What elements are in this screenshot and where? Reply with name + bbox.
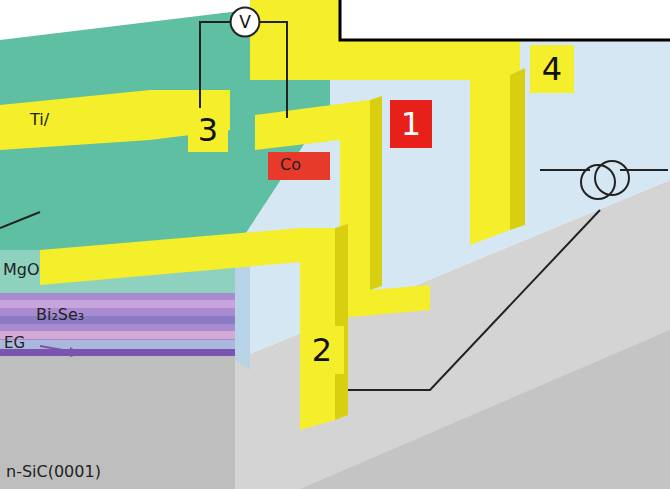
layer-name: Ti/	[30, 110, 49, 129]
eg-arrowhead	[70, 347, 82, 357]
bi2se3-stripe	[0, 316, 235, 324]
bi2se3-stripe	[0, 340, 235, 349]
layer-name: EG	[4, 334, 25, 352]
contact-1-side	[370, 96, 382, 290]
callout-text: 1	[401, 105, 421, 143]
substrate-floor	[300, 330, 670, 489]
callout-text: 3	[198, 111, 218, 149]
voltmeter-symbol: V	[230, 7, 260, 37]
contact-2	[40, 228, 335, 430]
layer-name: n-SiC(0001)	[6, 462, 101, 481]
contact-2-side	[335, 224, 348, 420]
source-wire	[0, 212, 40, 228]
co-electrode	[268, 152, 330, 180]
callout-text: 4	[542, 50, 562, 88]
callout-number: 4	[530, 45, 574, 93]
callout-number: 1	[390, 100, 432, 148]
callout-number: 3	[188, 108, 228, 152]
bi2se3-layer	[0, 293, 235, 349]
eg-arrow	[40, 346, 74, 352]
source-wire	[348, 210, 600, 390]
contact-4-side	[510, 68, 525, 230]
meter-letter: V	[239, 12, 251, 32]
layer-name: Bi₂Se₃	[36, 305, 84, 324]
layer-name: Co	[280, 155, 301, 174]
current-source-symbol	[595, 161, 629, 195]
callout-text: 2	[312, 331, 332, 369]
callout-number: 2	[300, 326, 344, 374]
source-wire	[540, 169, 590, 171]
graphene-layer	[0, 349, 235, 356]
substrate-front	[0, 355, 235, 489]
bi2se3-stripe	[0, 331, 235, 339]
voltmeter-wire	[260, 22, 287, 118]
layer-name: MgO	[3, 260, 40, 279]
frame-box	[340, 0, 670, 40]
bi2se3-stripe	[0, 300, 235, 308]
voltmeter-wire	[200, 22, 230, 118]
